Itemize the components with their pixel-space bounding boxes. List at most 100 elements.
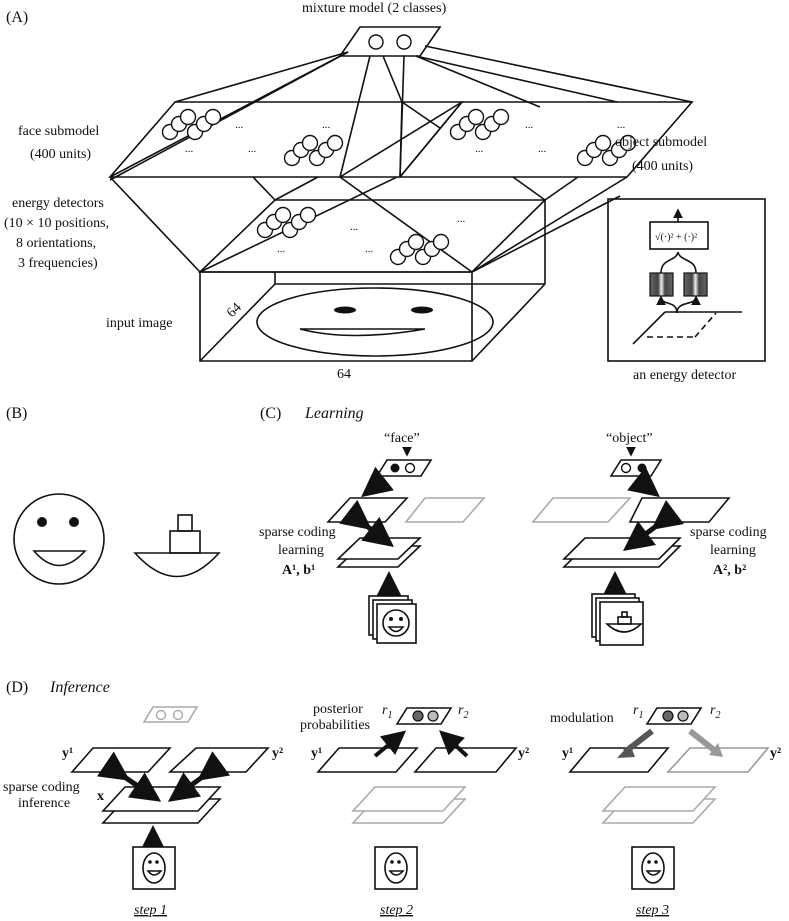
class-node <box>609 459 663 477</box>
right-params: A², b² <box>713 563 746 578</box>
y1-layer <box>70 747 172 773</box>
posterior-node <box>645 707 703 725</box>
r1-label: r1 <box>382 703 392 721</box>
object-tag: “object” <box>606 431 653 446</box>
step2-label: step 2 <box>380 903 413 918</box>
face-eye <box>411 306 433 314</box>
energy-detectors-frequencies: 3 frequencies) <box>18 256 98 271</box>
x-layer-faded <box>601 786 717 812</box>
input-face-image <box>132 846 176 890</box>
class-node-faded <box>142 706 199 723</box>
mixture-model-node <box>338 26 442 57</box>
r2-label: r2 <box>458 703 468 721</box>
y1-layer <box>316 747 419 773</box>
unit-circle <box>301 134 319 152</box>
class-unit <box>404 462 416 474</box>
energy-detector-plane <box>109 176 628 273</box>
energy-detectors-orientations: 8 orientations, <box>16 236 96 251</box>
y2-layer-weak <box>666 747 770 773</box>
y1-label: y¹ <box>562 746 573 761</box>
ellipsis: ... <box>525 119 534 131</box>
y1-label: y¹ <box>62 746 73 761</box>
y2-layer <box>167 747 270 773</box>
dim-width-label: 64 <box>337 367 351 382</box>
panel-d-label: (D) <box>6 679 28 696</box>
ellipsis-marks: ... ... ... ... ... ... ... ... ... ... … <box>185 119 626 255</box>
face-layer <box>326 497 409 523</box>
ellipsis: ... <box>248 143 257 155</box>
input-face-image <box>631 846 675 890</box>
learning-arrow <box>623 500 684 551</box>
unit-circle <box>492 108 510 126</box>
energy-detector-inset: √(·)² + (·)² an energy detector <box>607 198 766 383</box>
y1-layer <box>568 747 670 773</box>
ellipsis: ... <box>475 143 484 155</box>
panel-d: (D) Inference y¹ y² x sparse coding infe… <box>3 679 781 918</box>
step2-caption-line1: posterior <box>313 702 363 717</box>
ellipsis: ... <box>322 119 331 131</box>
learning-arrow <box>339 499 394 548</box>
ellipsis: ... <box>538 143 547 155</box>
filter-output-link <box>677 251 697 274</box>
step3-label: step 3 <box>636 903 669 918</box>
input-layer <box>562 537 682 560</box>
unit-circle <box>594 134 612 152</box>
inference-arrow-y1 <box>96 751 162 802</box>
class-unit-active <box>637 463 647 473</box>
unit-circle <box>407 233 425 251</box>
boat-icon <box>133 514 221 578</box>
unit-circle <box>432 233 450 251</box>
step1-caption-line1: sparse coding <box>3 780 80 795</box>
y2-layer <box>413 747 518 773</box>
input-image-box: 64 64 <box>199 200 546 382</box>
class-node <box>375 459 433 477</box>
class-unit <box>396 34 412 50</box>
posterior-node <box>395 707 453 725</box>
ellipsis: ... <box>457 213 466 225</box>
inset-caption: an energy detector <box>633 368 736 383</box>
object-submodel-label: object submodel <box>615 135 707 150</box>
filter-output-link <box>660 251 679 274</box>
inference-arrow-y2 <box>167 751 231 802</box>
cross-connections <box>339 101 463 178</box>
ellipsis: ... <box>350 221 359 233</box>
energy-detectors-label: energy detectors <box>12 196 104 211</box>
face-layer-faded <box>531 497 632 523</box>
class-unit <box>368 34 384 50</box>
left-caption-line2: learning <box>278 543 324 558</box>
unit-circle <box>467 108 485 126</box>
ellipsis: ... <box>185 143 194 155</box>
right-caption-line1: sparse coding <box>690 525 767 540</box>
class-unit <box>620 462 632 474</box>
smiley-face-icon <box>13 493 105 585</box>
input-image-label: input image <box>106 316 173 331</box>
r1-label: r1 <box>633 703 643 721</box>
posterior-r1 <box>662 710 674 722</box>
ellipsis: ... <box>235 119 244 131</box>
face-eye <box>334 306 356 314</box>
inference-step-2: posterior probabilities r1 r2 y¹ y² step… <box>300 702 529 918</box>
ellipsis: ... <box>617 119 626 131</box>
object-submodel-units: (400 units) <box>632 159 693 174</box>
unit-circle <box>179 108 197 126</box>
y2-label: y² <box>272 746 283 761</box>
mixture-model-label: mixture model (2 classes) <box>302 1 447 16</box>
inference-step-3: modulation r1 r2 y¹ y² step 3 <box>550 703 781 918</box>
posterior-r2 <box>677 710 689 722</box>
inference-step-1: y¹ y² x sparse coding inference step 1 <box>3 706 283 918</box>
posterior-arrow-y1 <box>373 730 407 758</box>
step2-caption-line2: probabilities <box>300 718 370 733</box>
input-face-image <box>374 846 418 890</box>
formula: √(·)² + (·)² <box>655 232 697 243</box>
panel-c-title: Learning <box>304 405 364 422</box>
object-layer <box>628 497 731 523</box>
face-tag: “face” <box>384 431 420 446</box>
x-layer-faded <box>351 786 467 812</box>
unit-circle <box>274 206 292 224</box>
y1-label: y¹ <box>311 746 322 761</box>
step3-caption: modulation <box>550 711 614 726</box>
unit-clusters <box>161 108 637 266</box>
panel-d-title: Inference <box>49 679 110 696</box>
modulation-arrow-weak <box>688 728 716 753</box>
